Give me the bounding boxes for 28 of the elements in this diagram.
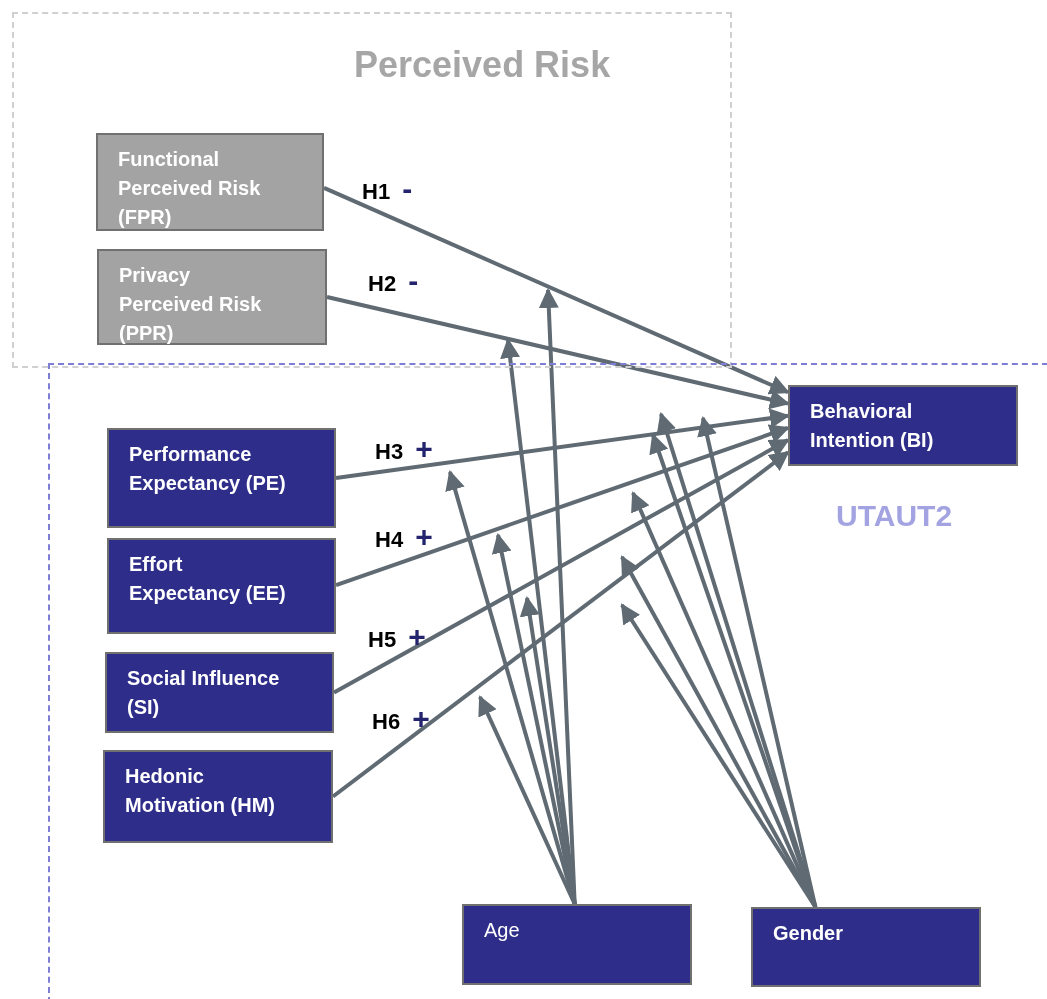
group-title: Perceived Risk — [354, 44, 611, 86]
hypothesis-label: H5 + — [368, 620, 426, 654]
construct-box: Gender — [751, 907, 981, 987]
arrow — [333, 438, 790, 695]
construct-box: Functional Perceived Risk (FPR) — [96, 133, 324, 231]
arrow — [519, 596, 577, 905]
hypothesis-label: H6 + — [372, 702, 430, 736]
hypothesis-label: H4 + — [375, 520, 433, 554]
arrow — [500, 338, 577, 905]
construct-box: Age — [462, 904, 692, 985]
construct-box: Hedonic Motivation (HM) — [103, 750, 333, 843]
arrow — [631, 491, 818, 908]
hypothesis-label: H3 + — [375, 432, 433, 466]
dashed-group-frame — [12, 12, 732, 368]
arrow — [335, 408, 790, 480]
construct-box: Performance Expectancy (PE) — [107, 428, 336, 528]
group-title: UTAUT2 — [836, 499, 953, 533]
arrow — [538, 288, 577, 905]
construct-box: Social Influence (SI) — [105, 652, 334, 733]
construct-box: Effort Expectancy (EE) — [107, 538, 336, 634]
arrow — [335, 424, 790, 587]
hypothesis-label: H2 - — [368, 264, 419, 298]
hypothesis-label: H1 - — [362, 172, 413, 206]
dashed-group-frame — [48, 363, 1047, 999]
arrow — [323, 186, 790, 395]
construct-box: Behavioral Intention (BI) — [788, 385, 1018, 466]
construct-box: Privacy Perceived Risk (PPR) — [97, 249, 327, 345]
arrow — [326, 295, 790, 410]
